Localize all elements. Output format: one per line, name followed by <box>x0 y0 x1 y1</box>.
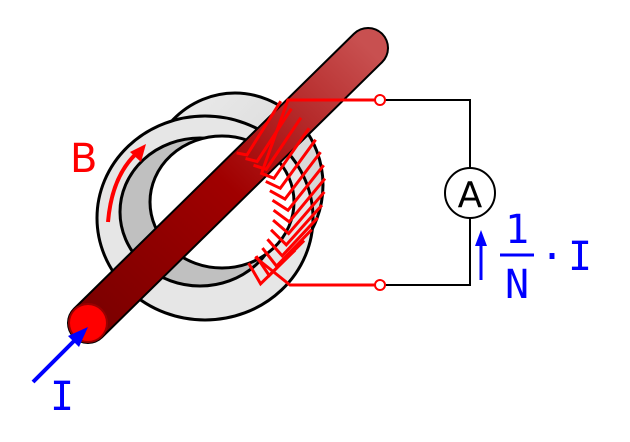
secondary-winding <box>236 100 327 287</box>
winding-turn <box>271 164 325 213</box>
secondary-current-label: I <box>568 234 592 280</box>
primary-conductor <box>67 27 389 344</box>
winding-turn <box>253 116 303 172</box>
winding-turn <box>272 190 326 236</box>
winding-turn <box>269 204 324 248</box>
ratio-denominator: N <box>505 262 529 308</box>
winding-turn <box>265 138 317 191</box>
primary-current-arrow-icon <box>31 327 88 384</box>
terminal-bottom <box>374 279 386 291</box>
winding-turn <box>247 249 297 287</box>
winding-turn <box>259 127 311 181</box>
secondary-current-arrow-icon <box>475 230 487 280</box>
primary-current-label: I <box>50 374 74 420</box>
ammeter-label: A <box>458 175 483 216</box>
ammeter: A <box>444 167 496 219</box>
terminal-top <box>374 94 386 106</box>
winding-turn <box>269 151 322 201</box>
winding-turn <box>236 100 283 157</box>
secondary-circuit <box>380 99 471 286</box>
field-label: B <box>70 136 97 182</box>
field-arrow-icon <box>106 144 146 223</box>
ratio-dot: · <box>540 234 564 280</box>
winding-turn <box>272 177 327 224</box>
winding-turn <box>266 216 319 259</box>
ratio-numerator: 1 <box>505 207 529 253</box>
